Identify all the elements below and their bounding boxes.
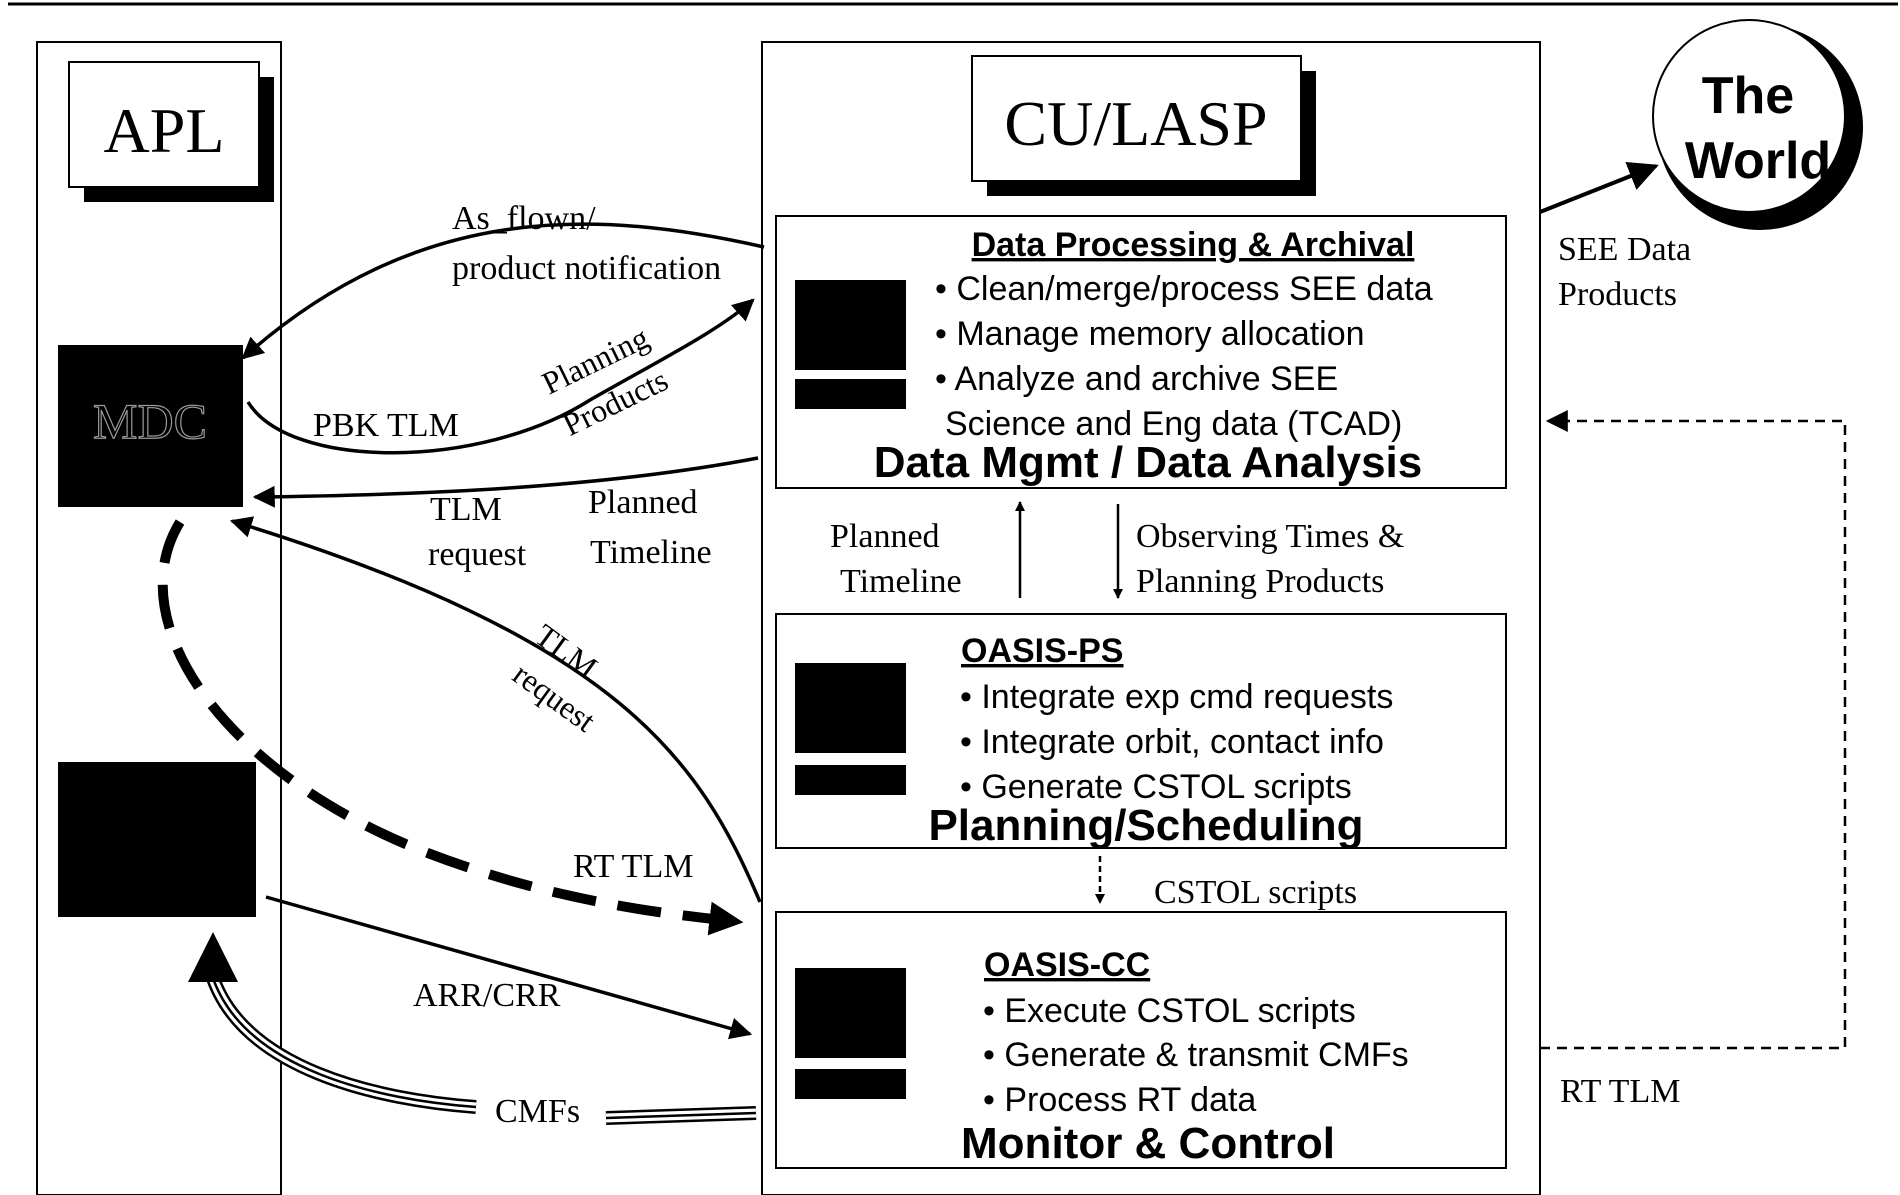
planning-bullet-2: • Integrate orbit, contact info xyxy=(960,723,1384,761)
observing-times-label-line2: Planning Products xyxy=(1136,563,1384,600)
planning-monitor-icon xyxy=(795,663,906,753)
tlm-request-timeline-arrow xyxy=(252,456,759,508)
mid-planned-timeline-label-line2: Timeline xyxy=(840,563,962,600)
tlm-request-label-line2: request xyxy=(428,536,527,573)
world-label-line1: The xyxy=(1702,67,1794,125)
as-flown-label-line2: product notification xyxy=(452,250,721,287)
data-mgmt-bullet-3: • Analyze and archive SEE xyxy=(935,360,1338,398)
apl-label-box xyxy=(68,61,260,188)
data-mgmt-bullet-3-continued: Science and Eng data (TCAD) xyxy=(945,405,1402,443)
as-flown-label-line1: As_flown/ xyxy=(452,200,596,237)
monitor-control-keyboard-icon xyxy=(795,1069,906,1099)
moc-box xyxy=(58,762,256,917)
monitor-control-heading: OASIS-CC xyxy=(984,946,1150,984)
planned-timeline-label-line1: Planned xyxy=(588,484,698,521)
planning-keyboard-icon xyxy=(795,765,906,795)
data-mgmt-monitor-icon xyxy=(795,280,906,370)
rt-tlm-dashed-arrow xyxy=(157,519,744,936)
culasp-label: CU/LASP xyxy=(1004,88,1267,159)
data-mgmt-keyboard-icon xyxy=(795,379,906,409)
apl-label: APL xyxy=(104,95,225,166)
world-circle xyxy=(1652,19,1846,213)
planned-timeline-label-line2: Timeline xyxy=(590,534,712,571)
monitor-control-bullet-3: • Process RT data xyxy=(983,1081,1256,1119)
rt-tlm-right-label: RT TLM xyxy=(1560,1073,1680,1110)
monitor-control-bullet-2: • Generate & transmit CMFs xyxy=(983,1036,1409,1074)
monitor-control-title: Monitor & Control xyxy=(961,1119,1335,1168)
apl-column xyxy=(36,41,282,1195)
culasp-label-box xyxy=(971,55,1302,182)
cstol-scripts-label: CSTOL scripts xyxy=(1154,874,1357,911)
arr-crr-arrow xyxy=(265,895,753,1040)
see-data-products-arrow xyxy=(1539,162,1659,214)
rt-tlm-right-loop-arrow xyxy=(1540,410,1847,1050)
arr-crr-label: ARR/CRR xyxy=(413,977,561,1014)
data-mgmt-heading: Data Processing & Archival xyxy=(972,226,1415,264)
pbk-tlm-label: PBK TLM xyxy=(313,407,459,444)
planning-heading: OASIS-PS xyxy=(961,632,1123,670)
planning-bullet-3: • Generate CSTOL scripts xyxy=(960,768,1352,806)
data-mgmt-title: Data Mgmt / Data Analysis xyxy=(874,438,1423,487)
monitor-control-monitor-icon xyxy=(795,968,906,1058)
culasp-column xyxy=(761,41,1541,1195)
data-mgmt-bullet-2: • Manage memory allocation xyxy=(935,315,1365,353)
mid-planned-timeline-label-line1: Planned xyxy=(830,518,940,555)
world-label-line2: World xyxy=(1685,132,1831,190)
data-mgmt-bullet-1: • Clean/merge/process SEE data xyxy=(935,270,1433,308)
planning-title: Planning/Scheduling xyxy=(928,801,1363,850)
monitor-control-bullet-1: • Execute CSTOL scripts xyxy=(983,992,1356,1030)
planning-products-arrow xyxy=(246,298,755,455)
as-flown-arrow xyxy=(241,222,765,360)
mdc-label: MDC xyxy=(93,393,207,449)
cmfs-arrow xyxy=(188,932,757,1125)
tlm-request-diagonal-arrow xyxy=(229,516,762,903)
observing-times-label-line1: Observing Times & xyxy=(1136,518,1404,555)
mdc-box xyxy=(58,345,243,507)
tlm-request-label-line1: TLM xyxy=(430,491,502,528)
planning-bullet-1: • Integrate exp cmd requests xyxy=(960,678,1393,716)
see-data-products-label-line2: Products xyxy=(1558,276,1677,313)
rt-tlm-label: RT TLM xyxy=(573,848,693,885)
see-data-products-label-line1: SEE Data xyxy=(1558,231,1691,268)
cmfs-label: CMFs xyxy=(495,1093,580,1130)
